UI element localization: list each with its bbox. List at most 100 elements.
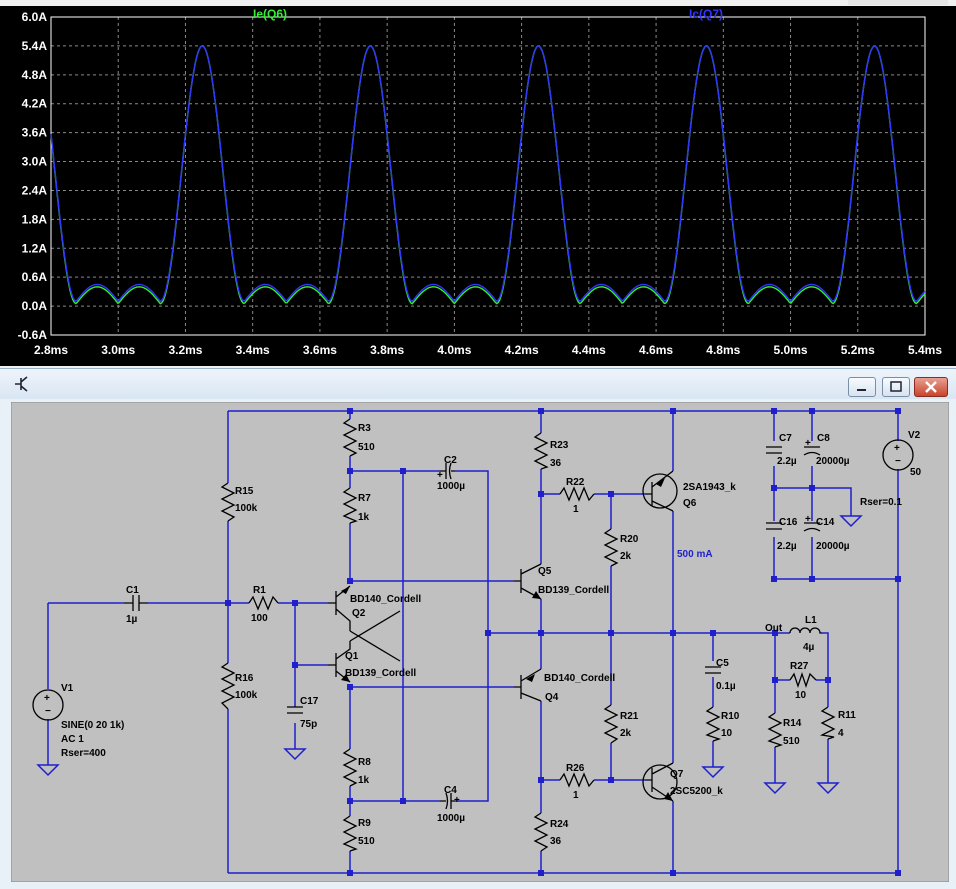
plot-grid <box>51 17 925 335</box>
svg-text:2.2µ: 2.2µ <box>777 541 797 552</box>
x-tick-label: 4.6ms <box>639 343 673 357</box>
svg-text:−: − <box>45 706 51 717</box>
svg-text:20000µ: 20000µ <box>816 541 850 552</box>
svg-text:Q4: Q4 <box>545 692 559 703</box>
y-tick-label: 4.8A <box>22 68 48 82</box>
legend-ie-q6[interactable]: Ie(Q6) <box>253 7 287 21</box>
svg-text:10: 10 <box>795 690 807 701</box>
svg-text:+: + <box>894 443 900 454</box>
svg-text:Q2: Q2 <box>352 608 366 619</box>
svg-text:R9: R9 <box>358 818 371 829</box>
svg-text:20000µ: 20000µ <box>816 456 850 467</box>
svg-text:+: + <box>44 693 50 704</box>
svg-text:R15: R15 <box>235 486 254 497</box>
svg-text:2k: 2k <box>620 728 632 739</box>
resistor-r9[interactable]: R9 510 <box>342 815 375 852</box>
series-line-ic-q7[interactable] <box>50 45 926 303</box>
x-tick-label: 3.0ms <box>101 343 135 357</box>
plot-background <box>0 6 956 366</box>
svg-text:Rser=400: Rser=400 <box>61 748 106 759</box>
resistor-r27[interactable]: R27 10 <box>789 661 817 701</box>
svg-text:BD140_Cordell: BD140_Cordell <box>544 673 615 684</box>
svg-text:4: 4 <box>838 728 844 739</box>
svg-text:Q5: Q5 <box>538 566 552 577</box>
svg-text:Q6: Q6 <box>683 498 697 509</box>
capacitor-c7[interactable]: C72.2µ <box>766 433 797 467</box>
net-label-out[interactable]: Out <box>765 623 783 634</box>
capacitor-c5[interactable]: C5 0.1µ <box>705 658 736 692</box>
svg-text:75p: 75p <box>300 719 317 730</box>
svg-text:1k: 1k <box>358 775 370 786</box>
minimize-button[interactable] <box>848 377 876 397</box>
svg-text:2SA1943_k: 2SA1943_k <box>683 482 736 493</box>
svg-text:R8: R8 <box>358 757 371 768</box>
capacitor-c16[interactable]: C16 2.2µ <box>766 517 798 552</box>
svg-text:510: 510 <box>358 836 375 847</box>
svg-text:C16: C16 <box>779 517 798 528</box>
y-tick-label: 3.0A <box>22 155 48 169</box>
svg-text:510: 510 <box>358 442 375 453</box>
transistor-q6[interactable]: 2SA1943_kQ6 <box>642 470 736 512</box>
svg-text:−: − <box>895 456 901 467</box>
y-tick-label: 0.6A <box>22 270 48 284</box>
waveform-plot[interactable]: 6.0A5.4A4.8A4.2A3.6A3.0A2.4A1.8A1.2A0.6A… <box>0 6 956 366</box>
svg-text:0.1µ: 0.1µ <box>716 681 736 692</box>
svg-text:R20: R20 <box>620 534 639 545</box>
svg-text:R27: R27 <box>790 661 809 672</box>
svg-text:+: + <box>437 470 443 481</box>
svg-text:Q1: Q1 <box>345 651 359 662</box>
close-icon <box>925 381 937 393</box>
schematic-icon <box>15 376 28 392</box>
resistor-r8[interactable]: R8 1k <box>342 748 371 787</box>
svg-text:C2: C2 <box>444 455 457 466</box>
x-tick-label: 3.6ms <box>303 343 337 357</box>
close-button[interactable] <box>914 377 948 397</box>
svg-text:2k: 2k <box>620 551 632 562</box>
x-tick-label: 4.0ms <box>437 343 471 357</box>
svg-text:100: 100 <box>251 613 268 624</box>
legend-ic-q7[interactable]: Ic(Q7) <box>689 7 723 21</box>
resistor-r20[interactable]: R20 2k <box>603 528 639 567</box>
plot-window-buttons[interactable] <box>848 0 948 5</box>
svg-text:R14: R14 <box>783 718 802 729</box>
x-tick-label: 4.2ms <box>505 343 539 357</box>
current-annotation[interactable]: 500 mA <box>677 549 713 560</box>
y-tick-label: 1.2A <box>22 241 48 255</box>
x-tick-label: 4.8ms <box>706 343 740 357</box>
junctions <box>225 408 901 876</box>
maximize-button[interactable] <box>882 377 910 397</box>
svg-text:R10: R10 <box>721 711 740 722</box>
svg-text:C14: C14 <box>816 517 835 528</box>
svg-text:C5: C5 <box>716 658 729 669</box>
y-tick-label: 1.8A <box>22 212 48 226</box>
svg-text:2.2µ: 2.2µ <box>777 456 797 467</box>
